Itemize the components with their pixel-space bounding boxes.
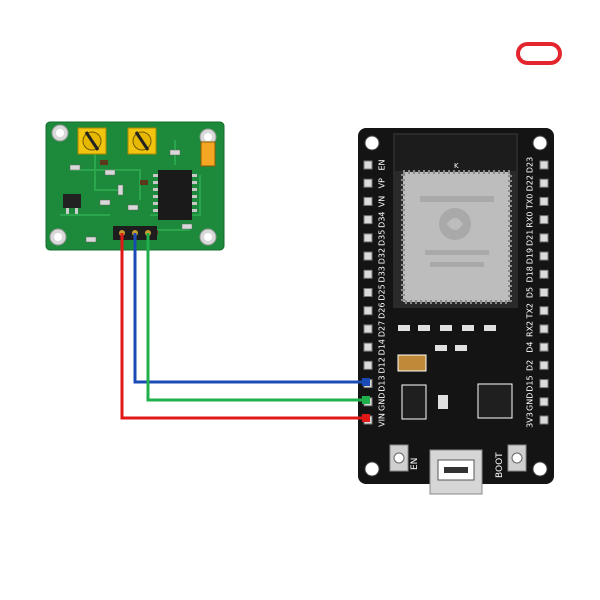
jumper-icon <box>200 141 216 167</box>
mounting-hole <box>199 228 217 246</box>
module-mark: K <box>454 162 459 170</box>
pin-label-d15: D15 <box>526 375 535 391</box>
espressif-logo-icon <box>439 208 471 240</box>
pin-label-d19: D19 <box>526 248 535 264</box>
gnd-wire <box>146 233 366 402</box>
pin-label-d23: D23 <box>526 157 535 173</box>
ic-chip-icon <box>477 383 513 419</box>
pin-label-d2: D2 <box>526 360 535 371</box>
pin-label-gnd: GND <box>378 393 387 411</box>
pin-label-d32: D32 <box>378 248 387 264</box>
header-pin <box>539 397 549 407</box>
pin-label-d13: D13 <box>378 375 387 391</box>
wires <box>120 233 366 420</box>
vin-wire <box>120 233 366 420</box>
capacitor-icon <box>397 354 427 372</box>
en-button[interactable] <box>389 444 409 472</box>
pin-label-gnd: GND <box>526 393 535 411</box>
pin-label-en: EN <box>378 159 387 170</box>
pin-label-tx2: TX2 <box>526 303 535 319</box>
regulator-icon <box>63 194 81 208</box>
header-pin <box>539 269 549 279</box>
header-pin <box>539 342 549 352</box>
header-pin <box>363 251 373 261</box>
mounting-hole <box>49 228 67 246</box>
micro-usb-port-icon <box>429 449 483 495</box>
d13-wire <box>133 233 366 384</box>
pin-label-d33: D33 <box>378 266 387 282</box>
header-pin <box>539 178 549 188</box>
header-pin <box>363 269 373 279</box>
header-pin <box>363 160 373 170</box>
header-pin <box>539 196 549 206</box>
pin-label-d5: D5 <box>526 287 535 298</box>
pin-label-d12: D12 <box>378 357 387 373</box>
header-pin <box>539 233 549 243</box>
pin-label-rx0: RX0 <box>526 212 535 228</box>
pin-label-d4: D4 <box>526 342 535 353</box>
pin-label-d25: D25 <box>378 284 387 300</box>
pin-label-vn: VN <box>378 196 387 207</box>
header-pin <box>363 178 373 188</box>
d13-wire-plug <box>362 378 370 386</box>
header-pin <box>539 324 549 334</box>
header-pin <box>539 306 549 316</box>
pin-label-d35: D35 <box>378 230 387 246</box>
header-pin <box>539 415 549 425</box>
header-pin <box>539 288 549 297</box>
header-pin <box>363 342 373 352</box>
vin-wire-plug <box>362 414 370 422</box>
header-pin <box>363 196 373 206</box>
pin-label-d34: D34 <box>378 211 387 227</box>
en-button-label: EN <box>410 458 420 470</box>
header-pin <box>539 379 549 389</box>
header-pin <box>363 324 373 334</box>
esp32-module: K <box>393 133 518 308</box>
esp32-board: VIN GND D13 D12 D14 D27 D26 D25 D33 D32 D35 D34 VN VP… <box>358 128 554 495</box>
header-pin <box>363 215 373 225</box>
pin-label-tx0: TX0 <box>526 194 535 210</box>
brand-logo-icon <box>516 42 562 65</box>
boot-button-label: BOOT <box>495 452 505 478</box>
potentiometer-icon <box>77 127 107 155</box>
header-pin <box>363 360 373 370</box>
header-pin <box>363 233 373 243</box>
pin-label-vp: VP <box>378 178 387 188</box>
regulator-icon <box>401 384 427 420</box>
header-pin <box>363 288 373 297</box>
pin-label-d18: D18 <box>526 266 535 282</box>
pin-label-d21: D21 <box>526 230 535 246</box>
header-pin <box>539 251 549 261</box>
pin-label-d22: D22 <box>526 175 535 191</box>
header-pin <box>363 306 373 316</box>
pin-label-3v3: 3V3 <box>526 412 535 428</box>
pin-label-d27: D27 <box>378 321 387 337</box>
header-pin <box>539 360 549 370</box>
potentiometer-icon <box>127 127 157 155</box>
ic-chip-icon <box>153 170 197 220</box>
pin-label-rx2: RX2 <box>526 321 535 337</box>
header-pin <box>539 215 549 225</box>
mounting-hole <box>51 124 69 142</box>
left-pin-header: VIN GND D13 D12 D14 D27 D26 D25 D33 D32 D35 D34 VN VP… <box>363 159 387 427</box>
pin-label-d14: D14 <box>378 339 387 355</box>
pin-label-d26: D26 <box>378 303 387 319</box>
gnd-wire-plug <box>362 396 370 404</box>
pir-sensor-module <box>45 121 225 251</box>
boot-button[interactable] <box>507 444 527 472</box>
pin-label-vin: VIN <box>378 413 387 427</box>
header-pin <box>539 160 549 170</box>
